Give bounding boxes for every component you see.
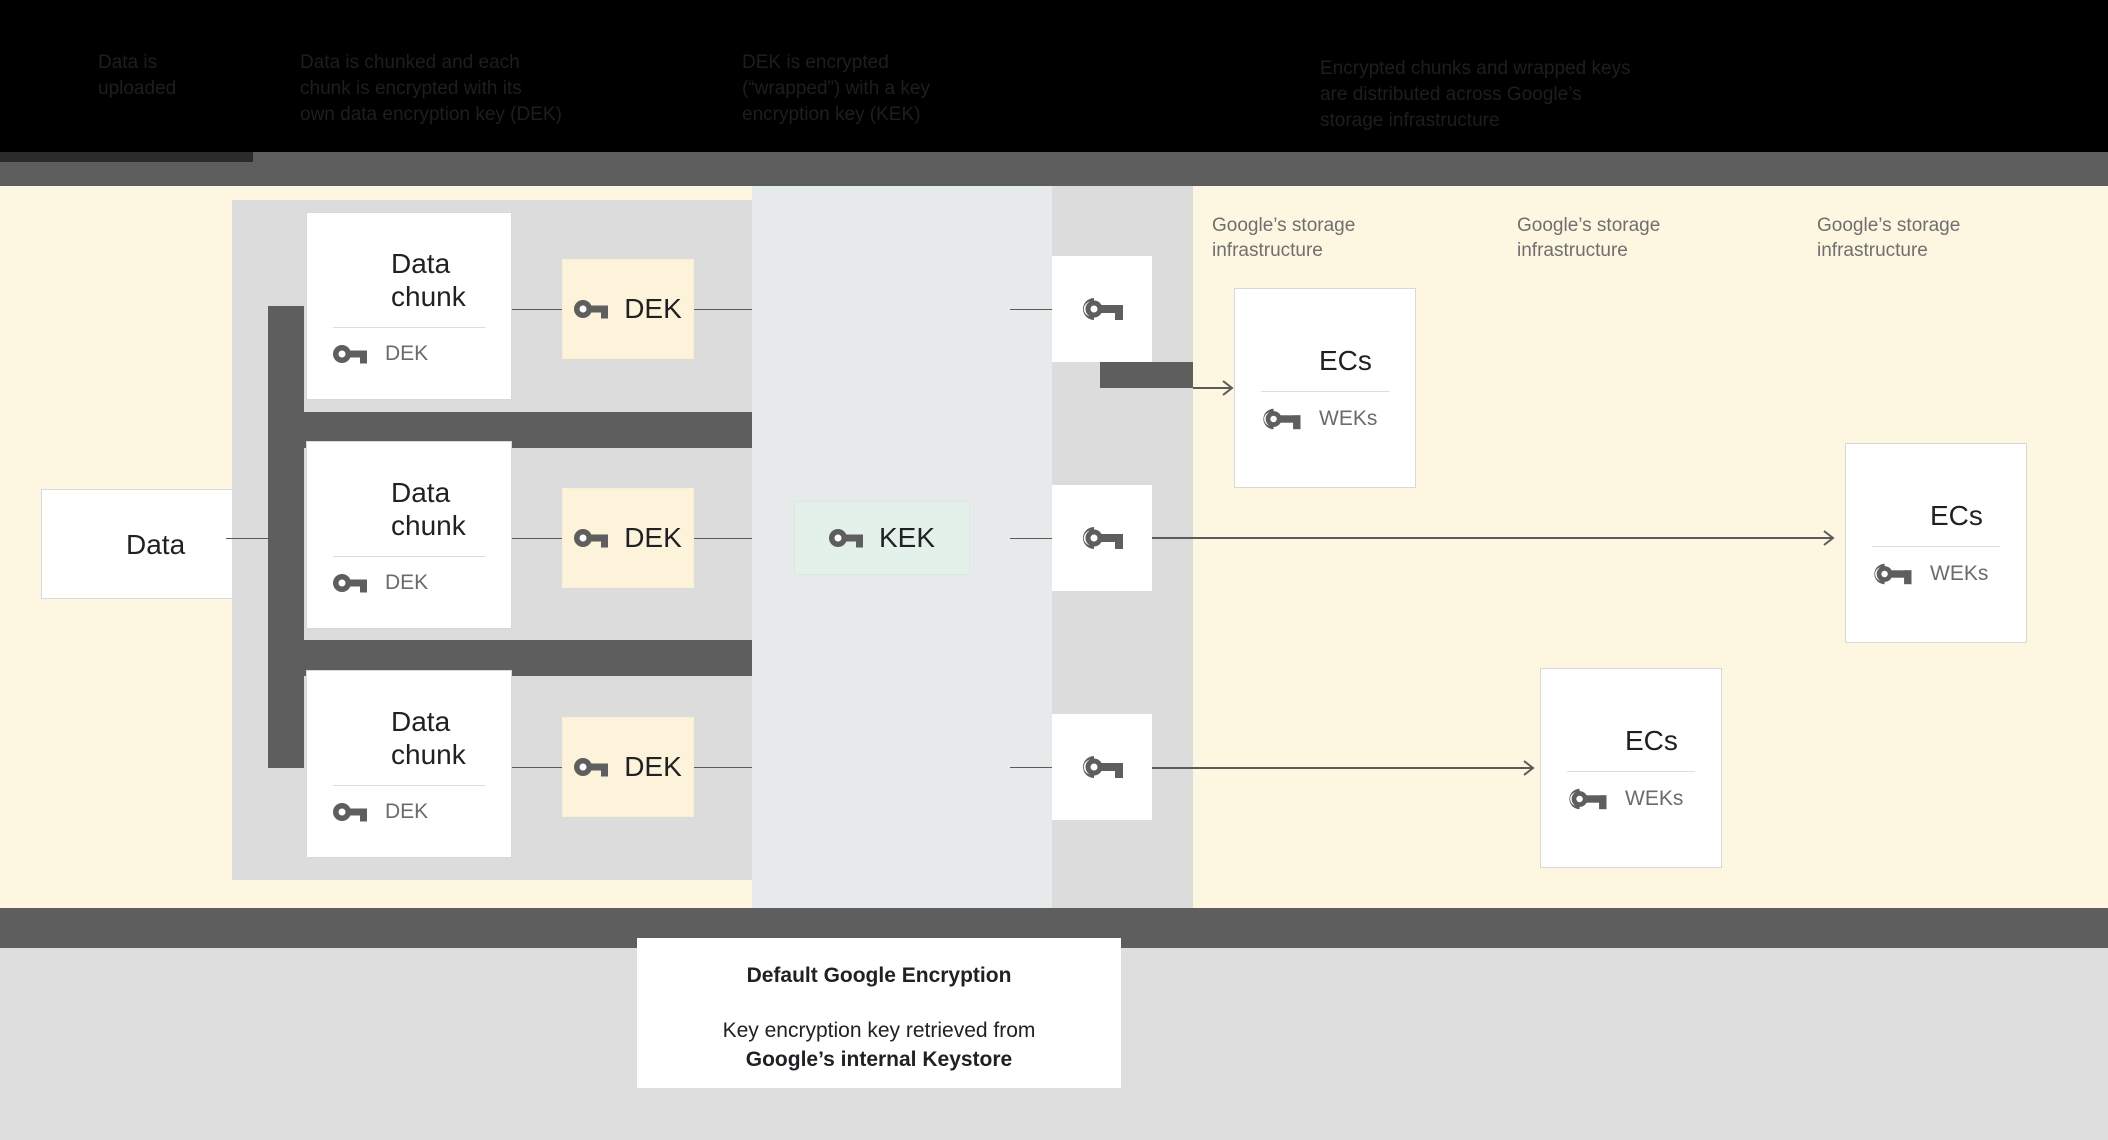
card-divider xyxy=(333,784,485,786)
card-data-chunk-1[interactable]: Data chunk DEK xyxy=(306,212,512,400)
header-column-1: Data is uploaded xyxy=(98,52,177,99)
card-divider xyxy=(1567,771,1695,772)
arrow-to-ec-card-2 xyxy=(1152,760,1535,776)
key-icon xyxy=(333,573,367,592)
card-data-chunk-3-sub: DEK xyxy=(385,799,429,823)
trunk-vertical xyxy=(268,306,304,768)
tile-wrapped-key-3[interactable] xyxy=(1052,714,1152,820)
card-divider xyxy=(1261,391,1389,392)
header-band: Data is uploaded Data is chunked and eac… xyxy=(0,0,2108,152)
connector-kek-wek3 xyxy=(1010,767,1052,768)
tile-wrapped-key-2[interactable] xyxy=(1052,485,1152,591)
caption-title: Default Google Encryption xyxy=(746,964,1012,987)
connector-dek1-band xyxy=(694,309,752,310)
card-data-chunk-2-key: DEK xyxy=(307,571,511,595)
card-ec-2-key: WEKs xyxy=(1541,786,1721,812)
wrapped-key-icon xyxy=(1874,563,1912,585)
chip-kek-label: KEK xyxy=(878,522,936,553)
key-icon xyxy=(574,758,609,777)
card-data-chunk-1-header: Data chunk xyxy=(307,247,511,313)
header-underbar xyxy=(0,152,2108,186)
connector-chunk3-dek3 xyxy=(512,767,562,768)
card-divider xyxy=(1872,546,2000,547)
tile-wrapped-key-1[interactable] xyxy=(1052,256,1152,362)
card-ec-3-header: ECs xyxy=(1846,499,2026,532)
card-data-chunk-3[interactable]: Data chunk DEK xyxy=(306,670,512,858)
card-ec-2[interactable]: ECs WEKs xyxy=(1540,668,1722,868)
wrapped-key-icon xyxy=(1083,527,1123,549)
connector-dek2-band xyxy=(694,538,752,539)
caption-line-2: Google’s internal Keystore xyxy=(745,1048,1013,1071)
caption-body: Key encryption key retrieved from Google… xyxy=(637,1016,1121,1074)
lane-gap-top xyxy=(232,186,752,200)
card-data-chunk-2-header: Data chunk xyxy=(307,476,511,542)
chip-dek-1[interactable]: DEK xyxy=(562,259,694,359)
label-storage-infrastructure-3: Google’s storage infrastructure xyxy=(1817,215,1961,261)
card-ec-1-sub: WEKs xyxy=(1319,407,1378,430)
arrow-to-ec-card-3 xyxy=(1152,530,1835,546)
label-storage-infrastructure-2: Google’s storage infrastructure xyxy=(1517,215,1661,261)
card-ec-3-title: ECs xyxy=(1930,500,1983,531)
caption-line-1: Key encryption key retrieved from xyxy=(722,1019,1036,1042)
card-ec-2-title: ECs xyxy=(1625,725,1678,756)
header-column-3: DEK is encrypted (“wrapped”) with a key … xyxy=(742,52,930,125)
caption-box: Default Google Encryption Key encryption… xyxy=(637,938,1121,1088)
card-data-chunk-3-title: Data chunk xyxy=(391,705,466,770)
chip-dek-1-label: DEK xyxy=(624,293,682,324)
card-ec-1-header: ECs xyxy=(1235,344,1415,377)
card-data-chunk-2-sub: DEK xyxy=(385,570,429,594)
card-ec-1-key: WEKs xyxy=(1235,406,1415,432)
key-icon xyxy=(574,529,609,548)
connector-kek-wek2 xyxy=(1010,538,1052,539)
card-ec-3-sub: WEKs xyxy=(1930,562,1989,585)
card-data-chunk-1-key: DEK xyxy=(307,342,511,366)
wrapped-key-icon xyxy=(1569,788,1607,810)
card-ec-1[interactable]: ECs WEKs xyxy=(1234,288,1416,488)
wrapped-key-icon xyxy=(1083,756,1123,778)
chip-dek-3-label: DEK xyxy=(624,751,682,782)
card-ec-3[interactable]: ECs WEKs xyxy=(1845,443,2027,643)
connector-data-to-trunk xyxy=(226,538,304,539)
connector-kek-wek1 xyxy=(1010,309,1052,310)
connector-chunk2-dek2 xyxy=(512,538,562,539)
card-data-chunk-1-sub: DEK xyxy=(385,341,429,365)
header-notch xyxy=(0,152,253,162)
card-data-chunk-2[interactable]: Data chunk DEK xyxy=(306,441,512,629)
card-ec-2-header: ECs xyxy=(1541,724,1721,757)
card-divider xyxy=(333,555,485,557)
chip-dek-2[interactable]: DEK xyxy=(562,488,694,588)
connector-dek3-band xyxy=(694,767,752,768)
wrapped-key-icon xyxy=(1263,408,1301,430)
header-column-2: Data is chunked and each chunk is encryp… xyxy=(300,52,562,125)
chip-dek-2-label: DEK xyxy=(624,522,682,553)
trunk-stub-storage xyxy=(1100,362,1193,388)
lane-gap-bottom xyxy=(232,880,752,908)
card-source-data-title: Data xyxy=(126,528,186,560)
card-data-chunk-3-key: DEK xyxy=(307,800,511,824)
key-icon xyxy=(574,300,609,319)
card-ec-2-sub: WEKs xyxy=(1625,787,1684,810)
card-ec-3-key: WEKs xyxy=(1846,561,2026,587)
card-source-data-row: Data xyxy=(42,528,266,561)
header-column-4: Encrypted chunks and wrapped keys are di… xyxy=(1320,58,1631,131)
card-ec-1-title: ECs xyxy=(1319,345,1372,376)
card-data-chunk-3-header: Data chunk xyxy=(307,705,511,771)
chip-dek-3[interactable]: DEK xyxy=(562,717,694,817)
card-data-chunk-2-title: Data chunk xyxy=(391,476,466,541)
label-storage-infrastructure-1: Google’s storage infrastructure xyxy=(1212,215,1356,261)
key-icon xyxy=(828,529,863,548)
card-data-chunk-1-title: Data chunk xyxy=(391,247,466,312)
card-divider xyxy=(333,326,485,328)
wrapped-key-icon xyxy=(1083,298,1123,320)
source-card-lane-shadow xyxy=(232,489,268,599)
chip-kek[interactable]: KEK xyxy=(794,501,970,575)
key-icon xyxy=(333,802,367,821)
key-icon xyxy=(333,344,367,363)
arrow-to-ec-card-1 xyxy=(1193,380,1234,396)
connector-chunk1-dek1 xyxy=(512,309,562,310)
